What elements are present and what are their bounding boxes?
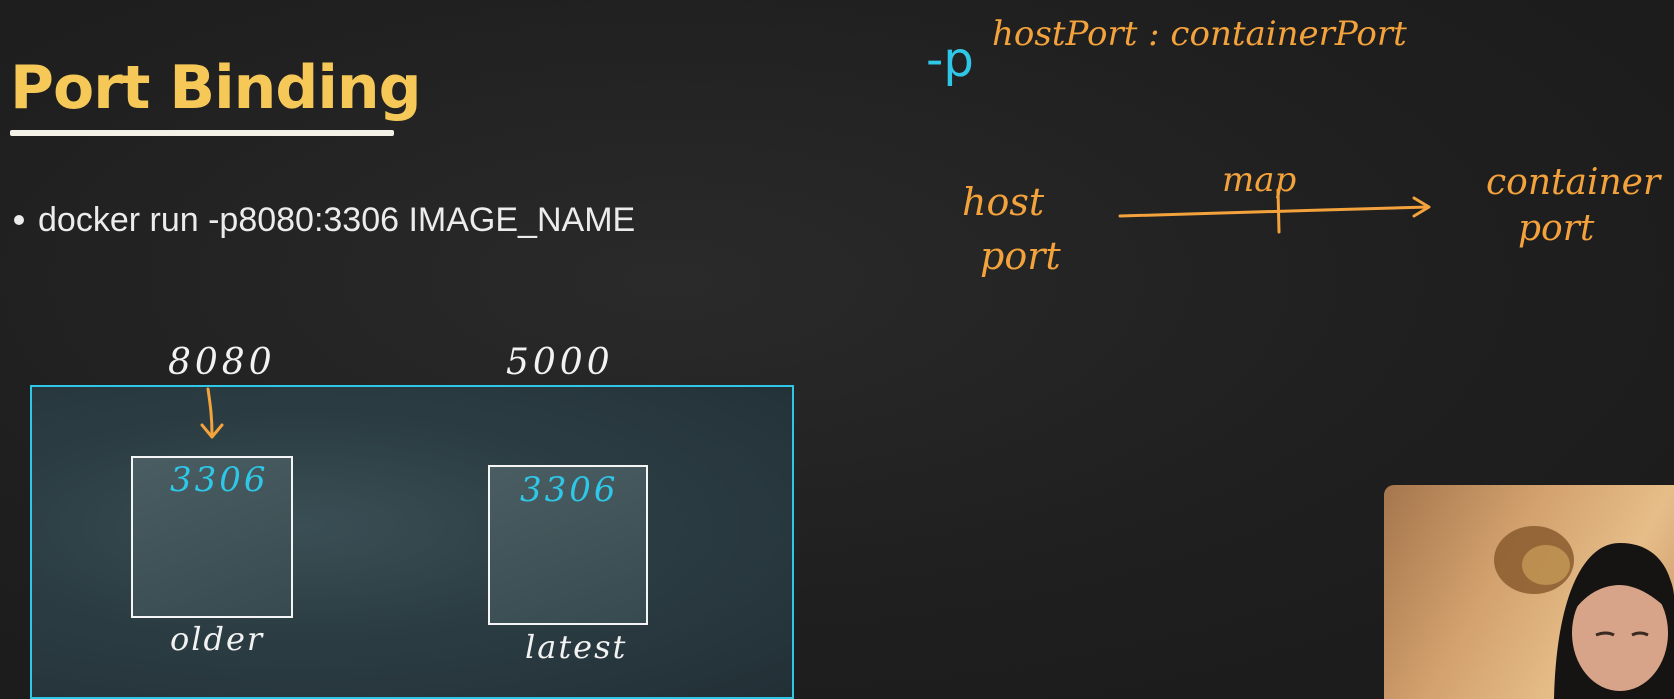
flag-label: -p	[926, 32, 974, 88]
syntax-label: hostPort : containerPort	[992, 14, 1407, 54]
container-port-label-line2: port	[1518, 208, 1595, 249]
map-label: map	[1222, 160, 1297, 200]
slide-title: Port Binding	[10, 53, 422, 123]
host-port-5000: 5000	[506, 342, 614, 383]
bullet-item: docker run -p8080:3306 IMAGE_NAME	[10, 196, 635, 244]
container-port-label-line1: container	[1486, 162, 1661, 203]
container-older-box	[131, 456, 293, 618]
container-label-latest: latest	[525, 628, 628, 666]
presenter-webcam	[1384, 485, 1674, 699]
container-label-older: older	[170, 620, 265, 658]
container-port-latest: 3306	[520, 470, 619, 510]
host-port-label-line2: port	[980, 234, 1061, 278]
title-underline	[10, 130, 394, 136]
container-latest-box	[488, 465, 648, 625]
presenter-image	[1494, 526, 1674, 699]
bullet-dot-icon	[14, 215, 24, 225]
host-port-label-line1: host	[962, 180, 1045, 224]
bullet-text: docker run -p8080:3306 IMAGE_NAME	[38, 201, 636, 239]
host-port-8080: 8080	[168, 342, 276, 383]
port-mapping-arrow-icon	[200, 387, 224, 439]
container-port-older: 3306	[170, 460, 269, 500]
map-arrow-icon	[1118, 188, 1431, 234]
